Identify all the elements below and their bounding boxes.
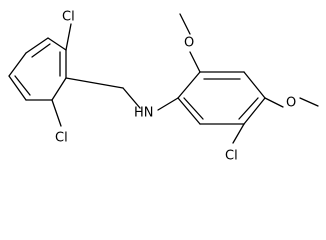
bond [243,97,266,125]
molecule-diagram: Cl Cl HN O O Cl [8,10,319,164]
bond [31,43,51,58]
atom-label-o: O [184,36,194,51]
bond [243,71,266,99]
bond [264,97,284,108]
bond [47,37,67,51]
bond [157,97,179,111]
bond [8,52,27,77]
bond [179,13,191,35]
bond [232,123,245,144]
bond [189,51,201,73]
bond [122,87,141,109]
atom-label-cl: Cl [225,149,238,164]
atom-label-o: O [286,96,296,111]
bond [25,37,49,54]
bond [51,99,62,127]
atom-label-cl: Cl [62,10,75,25]
bond [51,77,67,101]
atom-label-cl: Cl [55,131,68,146]
bond [183,97,204,120]
atom-label-nh: HN [134,106,154,121]
structure-canvas: Cl Cl HN O O Cl [8,10,319,164]
bond [14,75,31,96]
bond [299,97,319,107]
bond [177,97,201,125]
bond [65,23,72,51]
bond [177,71,201,99]
bond [65,77,124,89]
bond [8,75,27,101]
bond [238,97,259,120]
